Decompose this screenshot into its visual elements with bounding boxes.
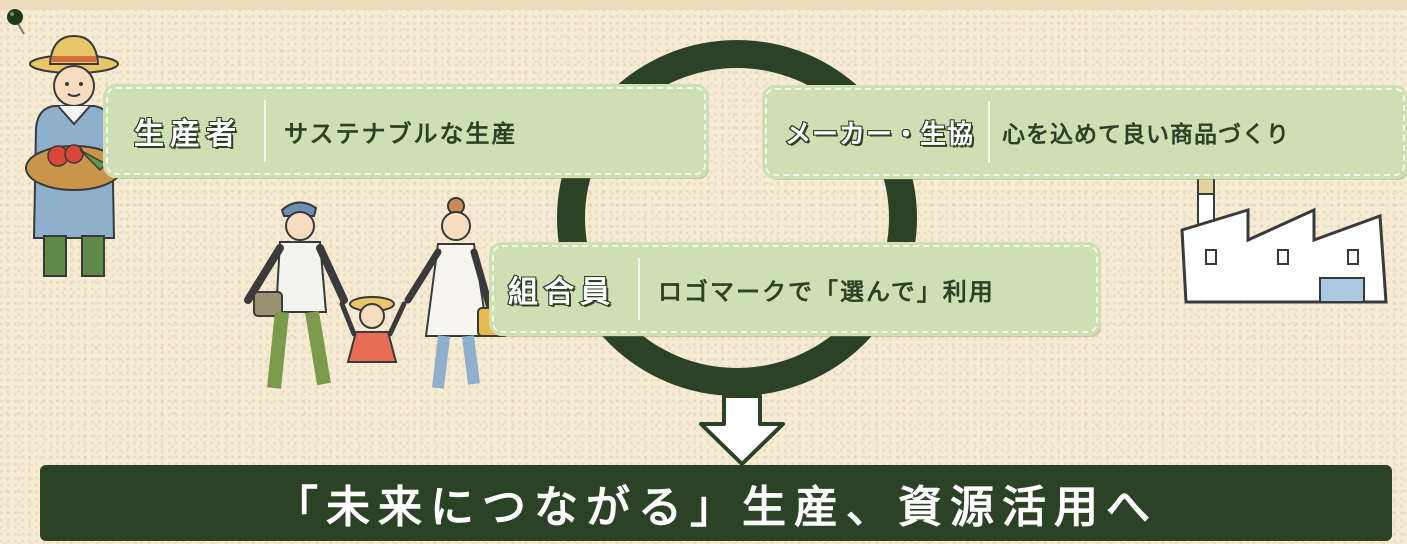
maker-role: メーカー・生協 xyxy=(784,119,975,151)
member-role: 組合員 xyxy=(507,274,616,311)
label-separator xyxy=(638,258,640,320)
label-separator xyxy=(264,100,266,162)
family-illustration xyxy=(244,197,509,389)
farmer-illustration xyxy=(25,34,123,277)
producer-label: 生産者 サステナブルな生産 xyxy=(103,84,709,178)
maker-description: 心を込めて良い商品づくり xyxy=(1002,122,1291,148)
down-arrow-icon xyxy=(699,394,785,466)
maker-label: メーカー・生協 心を込めて良い商品づくり xyxy=(762,85,1407,179)
pin-icon xyxy=(7,9,25,35)
label-separator xyxy=(988,101,991,163)
result-banner: 「未来につながる」生産、資源活用へ xyxy=(40,465,1392,541)
producer-description: サステナブルな生産 xyxy=(284,119,518,148)
result-text: 「未来につながる」生産、資源活用へ xyxy=(274,482,1158,533)
member-description: ロゴマークで「選んで」利用 xyxy=(658,277,995,306)
producer-role: 生産者 xyxy=(133,116,242,153)
member-label: 組合員 ロゴマークで「選んで」利用 xyxy=(489,242,1101,336)
